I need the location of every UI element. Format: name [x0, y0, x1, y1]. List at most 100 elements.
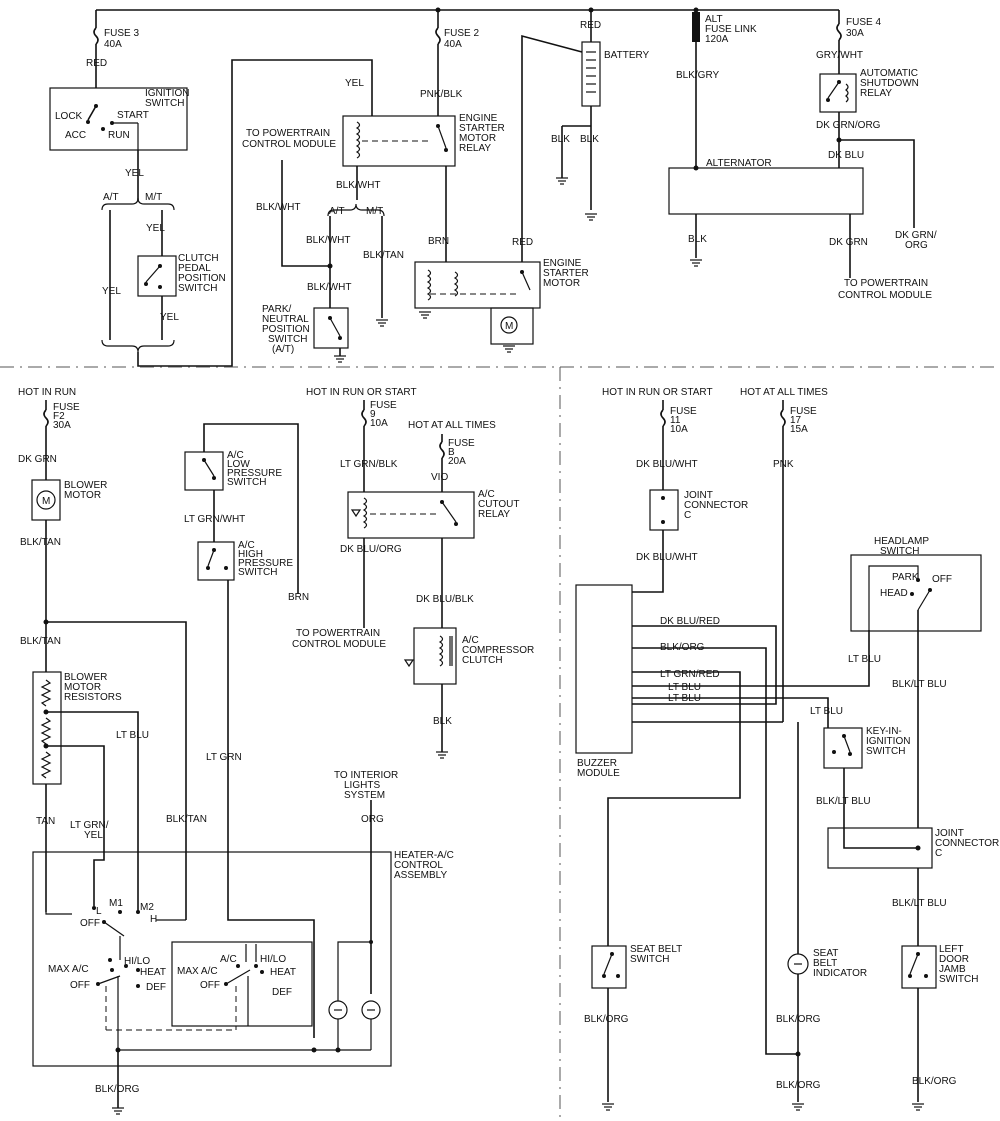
svg-text:LT BLU: LT BLU	[116, 730, 149, 741]
svg-text:MAX A/C: MAX A/C	[48, 964, 89, 975]
svg-text:DK BLU: DK BLU	[828, 150, 864, 161]
svg-text:HI/LO: HI/LO	[260, 954, 286, 965]
svg-text:BLK/TAN: BLK/TAN	[363, 250, 404, 261]
wire-label-red-fuse3: RED	[86, 58, 107, 69]
svg-text:GRY/WHT: GRY/WHT	[816, 50, 863, 61]
svg-text:DEF: DEF	[146, 982, 166, 993]
svg-text:BLK/ORG: BLK/ORG	[776, 1080, 821, 1091]
svg-text:HEAD: HEAD	[880, 588, 908, 599]
svg-text:LT BLU: LT BLU	[848, 654, 881, 665]
svg-text:DK BLU/ORG: DK BLU/ORG	[340, 544, 402, 555]
svg-text:HOT IN RUN OR START: HOT IN RUN OR START	[602, 387, 713, 398]
svg-text:M: M	[42, 496, 50, 507]
svg-text:START: START	[117, 110, 149, 121]
svg-text:OFF: OFF	[200, 980, 220, 991]
svg-text:YEL: YEL	[102, 286, 121, 297]
svg-text:M1: M1	[109, 898, 123, 909]
svg-text:M/T: M/T	[366, 206, 383, 217]
svg-text:OFF: OFF	[932, 574, 952, 585]
svg-text:BLK/WHT: BLK/WHT	[256, 202, 300, 213]
svg-text:LT GRN/YEL: LT GRN/YEL	[70, 820, 109, 841]
svg-text:YEL: YEL	[146, 223, 165, 234]
svg-text:HOT IN RUN OR START: HOT IN RUN OR START	[306, 387, 417, 398]
svg-text:DK BLU/WHT: DK BLU/WHT	[636, 459, 698, 470]
svg-text:BLK/ORG: BLK/ORG	[95, 1084, 140, 1095]
svg-text:LT GRN/WHT: LT GRN/WHT	[184, 514, 245, 525]
svg-text:OFF: OFF	[80, 918, 100, 929]
svg-text:BRN: BRN	[288, 592, 309, 603]
svg-text:BLK/WHT: BLK/WHT	[307, 282, 351, 293]
svg-text:BLK/TAN: BLK/TAN	[166, 814, 207, 825]
svg-text:LOCK: LOCK	[55, 111, 83, 122]
battery: RED BATTERY RED BLK BLK	[512, 10, 650, 262]
svg-text:BLK: BLK	[688, 234, 707, 245]
svg-text:PNK: PNK	[773, 459, 794, 470]
svg-text:YEL: YEL	[125, 168, 144, 179]
svg-text:RED: RED	[580, 20, 601, 31]
svg-text:DK GRN: DK GRN	[829, 237, 868, 248]
relay-outputs: BLK/WHT A/T M/T BLK/WHT BLK/TAN BLK/WHT …	[242, 128, 449, 318]
svg-text:DK GRN/ORG: DK GRN/ORG	[816, 120, 881, 131]
svg-text:H: H	[150, 914, 157, 925]
svg-text:BLK/ORG: BLK/ORG	[660, 642, 705, 653]
svg-text:BLK: BLK	[433, 716, 452, 727]
svg-text:BLK/LT BLU: BLK/LT BLU	[892, 898, 947, 909]
svg-text:MAX A/C: MAX A/C	[177, 966, 218, 977]
svg-text:OFF: OFF	[70, 980, 90, 991]
svg-text:HOT AT ALL TIMES: HOT AT ALL TIMES	[408, 420, 496, 431]
svg-text:VIO: VIO	[431, 472, 448, 483]
svg-text:LT BLU: LT BLU	[668, 693, 701, 704]
ignition-yel-branch: YEL A/T M/T YEL YEL	[101, 59, 373, 367]
svg-text:DK BLU/WHT: DK BLU/WHT	[636, 552, 698, 563]
svg-text:PNK/BLK: PNK/BLK	[420, 89, 463, 100]
svg-text:DK BLU/BLK: DK BLU/BLK	[416, 594, 474, 605]
svg-text:BLK/LT BLU: BLK/LT BLU	[892, 679, 947, 690]
svg-text:BLK/ORG: BLK/ORG	[912, 1076, 957, 1087]
svg-text:RED: RED	[512, 237, 533, 248]
svg-text:BLK/GRY: BLK/GRY	[676, 70, 719, 81]
svg-text:BLK/WHT: BLK/WHT	[336, 180, 380, 191]
svg-text:BATTERY: BATTERY	[604, 50, 650, 61]
svg-text:BLK/TAN: BLK/TAN	[20, 537, 61, 548]
svg-text:YEL: YEL	[160, 312, 179, 323]
svg-text:DEF: DEF	[272, 987, 292, 998]
svg-text:M: M	[505, 321, 513, 332]
svg-text:ALTERNATOR: ALTERNATOR	[706, 158, 772, 169]
